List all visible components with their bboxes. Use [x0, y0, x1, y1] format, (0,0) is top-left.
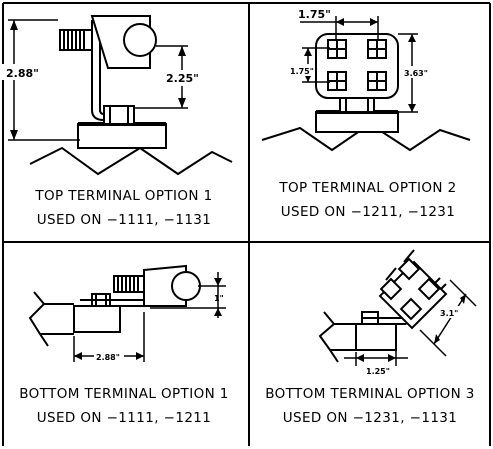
caption-title: BOTTOM TERMINAL OPTION 3 — [265, 386, 475, 402]
caption-title: TOP TERMINAL OPTION 2 — [279, 180, 457, 196]
panel-top-option-1-drawing — [8, 15, 233, 176]
caption-used-on: USED ON −1111, −1131 — [36, 212, 212, 228]
dim-spacing-label: 1.75" — [290, 67, 314, 76]
caption-bottom-option-3: BOTTOM TERMINAL OPTION 3 USED ON −1231, … — [250, 386, 490, 426]
caption-used-on: USED ON −1231, −1131 — [282, 410, 458, 426]
dim-rise-label: 1" — [214, 294, 224, 303]
panel-bottom-option-1-drawing — [28, 264, 226, 362]
dim-offset-label: 2.25" — [166, 72, 199, 85]
caption-title: TOP TERMINAL OPTION 1 — [35, 188, 213, 204]
caption-top-option-2: TOP TERMINAL OPTION 2 USED ON −1211, −12… — [248, 180, 488, 220]
dim-width-label: 1.75" — [298, 8, 331, 21]
dim-plate-height-label: 3.63" — [404, 69, 428, 78]
caption-title: BOTTOM TERMINAL OPTION 1 — [19, 386, 229, 402]
caption-used-on: USED ON −1111, −1211 — [36, 410, 212, 426]
dim-bottom-length-label: 1.25" — [366, 367, 390, 376]
panel-4-arrowheads — [356, 294, 466, 362]
panel-1-arrowheads — [10, 20, 186, 140]
panel-bottom-option-3-drawing — [318, 249, 477, 366]
dim-diagonal-label: 3.1" — [440, 309, 458, 318]
caption-used-on: USED ON −1211, −1231 — [280, 204, 456, 220]
caption-bottom-option-1: BOTTOM TERMINAL OPTION 1 USED ON −1111, … — [4, 386, 244, 426]
caption-top-option-1: TOP TERMINAL OPTION 1 USED ON −1111, −11… — [4, 188, 244, 228]
panel-3-arrowheads — [74, 278, 222, 360]
panel-top-option-2-drawing — [261, 16, 471, 152]
dim-height-label: 2.88" — [6, 67, 39, 80]
dim-length-label: 2.88" — [96, 353, 120, 362]
